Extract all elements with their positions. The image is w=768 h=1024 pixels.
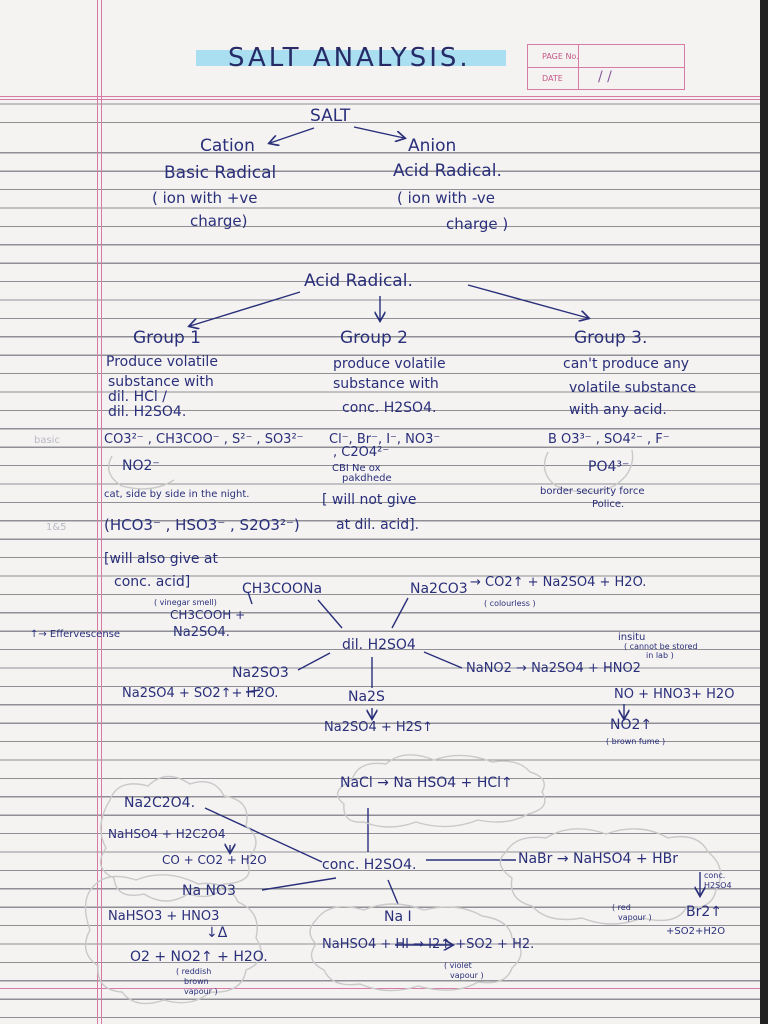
na2c2o4: Na2C2O4. — [124, 795, 196, 811]
group3-ions-1: B O3³⁻ , SO4²⁻ , F⁻ — [548, 432, 670, 447]
date-value: / / — [598, 69, 612, 85]
violet-vapour-2: vapour ) — [450, 971, 484, 980]
group1-note-2: conc. acid] — [114, 574, 191, 590]
group1-extra-ions: (HCO3⁻ , HSO3⁻ , S2O3²⁻) — [104, 516, 300, 534]
margin-line-bottom — [0, 988, 768, 989]
no-hno3-line: NO + HNO3+ H2O — [614, 687, 735, 702]
nai: Na I — [384, 909, 412, 925]
group1-note-1: [will also give at — [104, 551, 219, 567]
group2-note-1: [ will not give — [322, 492, 417, 508]
na2so3-product: Na2SO4 + SO2↑+ H2O. — [122, 686, 279, 701]
page-edge — [760, 0, 768, 1024]
conc-h2so4-note-2: H2SO4 — [704, 881, 732, 890]
br2-gas: Br2↑ — [686, 904, 722, 920]
vinegar-smell: ( vinegar smell) — [154, 598, 217, 607]
group1-mnemonic: cat, side by side in the night. — [104, 489, 250, 500]
group2-note-2: at dil. acid]. — [336, 517, 420, 533]
dil-h2so4-center: dil. H2SO4 — [342, 637, 416, 653]
page-no-label: PAGE No. — [542, 52, 579, 61]
margin-note-num: 1&5 — [46, 522, 67, 533]
colourless-note: ( colourless ) — [484, 599, 536, 608]
ch3cooh-line-2: Na2SO4. — [173, 625, 230, 640]
group2-mnemonic-1: CBI Ne ox — [332, 463, 381, 474]
group1-ions-1: CO3²⁻ , CH3COO⁻ , S²⁻ , SO3²⁻ — [104, 432, 304, 447]
anion-desc: Acid Radical. — [393, 161, 502, 181]
group3-ions-2: PO4³⁻ — [588, 459, 630, 475]
group1-desc-3: dil. HCl / — [108, 389, 167, 405]
ch3cooh-line-1: CH3COOH + — [170, 608, 246, 622]
brown-fume-note: ( brown fume ) — [606, 737, 666, 746]
cation-label: Cation — [200, 136, 255, 156]
anion-label: Anion — [408, 136, 457, 156]
page-title: SALT ANALYSIS. — [228, 43, 471, 73]
group2-ions-2: , C2O4²⁻ — [333, 445, 390, 460]
margin-line-top-2 — [0, 99, 768, 100]
date-label: DATE — [542, 74, 563, 83]
na2so3: Na2SO3 — [232, 665, 289, 681]
group3-title: Group 3. — [574, 328, 648, 348]
group3-mnemonic-2: Police. — [592, 499, 625, 510]
group1-ions-2: NO2⁻ — [122, 458, 160, 474]
group2-title: Group 2 — [340, 328, 408, 348]
cation-note-1: ( ion with +ve — [152, 189, 258, 207]
group2-ions-1: Cl⁻, Br⁻, I⁻, NO3⁻ — [329, 432, 441, 447]
conc-h2so4-center: conc. H2SO4. — [322, 857, 417, 873]
no2-gas: NO2↑ — [610, 717, 653, 733]
salt-root: SALT — [310, 106, 351, 126]
group3-mnemonic-1: border security force — [540, 486, 645, 497]
group2-desc-2: substance with — [333, 376, 439, 392]
anion-note-2: charge ) — [446, 215, 509, 233]
margin-line-left-2 — [101, 0, 102, 1024]
conc-h2so4-note-1: conc. — [704, 871, 726, 880]
nabr-reaction: NaBr → NaHSO4 + HBr — [518, 851, 678, 867]
margin-line-left — [97, 0, 98, 1024]
margin-note-basic: basic — [34, 435, 60, 446]
title-highlight — [196, 50, 506, 66]
na2co3: Na2CO3 — [410, 581, 468, 597]
red-vapour-1: ( red — [612, 903, 631, 912]
violet-vapour-1: ( violet — [444, 961, 472, 970]
insitu-note-2: in lab ) — [646, 651, 674, 660]
group3-desc-1: can't produce any — [563, 356, 690, 372]
margin-note-effervescence: ↑→ Effervescense — [30, 629, 121, 640]
page-date-box: PAGE No. DATE — [527, 44, 685, 90]
group1-desc-1: Produce volatile — [106, 354, 218, 370]
cation-note-2: charge) — [190, 212, 248, 230]
o2-no2-h2o: O2 + NO2↑ + H2O. — [130, 949, 268, 965]
group1-desc-2: substance with — [108, 374, 214, 390]
group2-desc-3: conc. H2SO4. — [342, 400, 437, 416]
ch3coona: CH3COONa — [242, 581, 323, 597]
group1-desc-4: dil. H2SO4. — [108, 404, 187, 420]
cation-desc: Basic Radical — [164, 163, 277, 183]
co-co2-h2o: CO + CO2 + H2O — [162, 853, 267, 867]
insitu-note-1: ( cannot be stored — [624, 642, 698, 651]
reddish-note-2: brown — [184, 977, 209, 986]
red-vapour-2: vapour ) — [618, 913, 652, 922]
anion-note-1: ( ion with -ve — [397, 189, 495, 207]
nacl-reaction: NaCl → Na HSO4 + HCl↑ — [340, 775, 513, 791]
insitu-label: insitu — [618, 632, 646, 643]
group2-desc-1: produce volatile — [333, 356, 446, 372]
delta-arrow: ↓Δ — [206, 925, 228, 941]
nano3: Na NO3 — [182, 883, 236, 899]
nano3-product: NaHSO3 + HNO3 — [108, 909, 220, 924]
margin-line-top — [0, 96, 768, 97]
reddish-note-3: vapour ) — [184, 987, 218, 996]
group3-desc-3: with any acid. — [569, 402, 667, 418]
so2-h2o: +SO2+H2O — [666, 926, 726, 937]
page-header-area — [0, 0, 768, 98]
na2co3-product: → CO2↑ + Na2SO4 + H2O. — [470, 575, 647, 590]
nai-product: NaHSO4 + HI → I2↑ +SO2 + H2. — [322, 937, 535, 952]
reddish-note-1: ( reddish — [176, 967, 212, 976]
na2s-product: Na2SO4 + H2S↑ — [324, 720, 434, 735]
acid-radical-title: Acid Radical. — [304, 271, 413, 291]
group2-mnemonic-2: pakdhede — [342, 473, 392, 484]
na2s: Na2S — [348, 689, 385, 705]
group1-title: Group 1 — [133, 328, 201, 348]
nahso4-h2c2o4: NaHSO4 + H2C2O4 — [108, 827, 226, 841]
group3-desc-2: volatile substance — [569, 380, 697, 396]
nano2-reaction: NaNO2 → Na2SO4 + HNO2 — [466, 661, 641, 676]
